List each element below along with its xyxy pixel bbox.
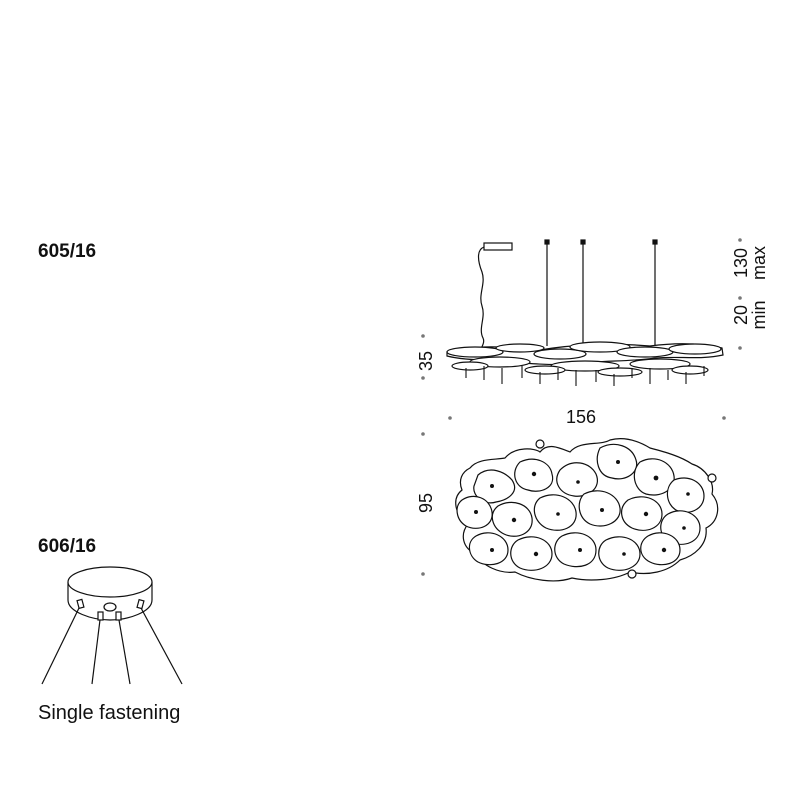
power-cable bbox=[477, 246, 485, 357]
canopy-top bbox=[67, 566, 153, 598]
top-plan-view bbox=[455, 438, 719, 582]
model-code-606: 606/16 bbox=[38, 536, 97, 557]
leaf-holes bbox=[474, 460, 690, 557]
width-dimension-label: 156 bbox=[566, 407, 597, 427]
side-elevation-view bbox=[446, 239, 724, 386]
leaf-stems bbox=[465, 366, 705, 386]
model-code-605: 605/16 bbox=[38, 241, 97, 262]
single-fastening-diagram bbox=[41, 566, 183, 685]
leaf-cluster-side bbox=[446, 341, 724, 377]
canopy-box bbox=[483, 242, 513, 251]
dimension-markers bbox=[421, 238, 742, 576]
fastening-caption: Single fastening bbox=[38, 702, 181, 724]
